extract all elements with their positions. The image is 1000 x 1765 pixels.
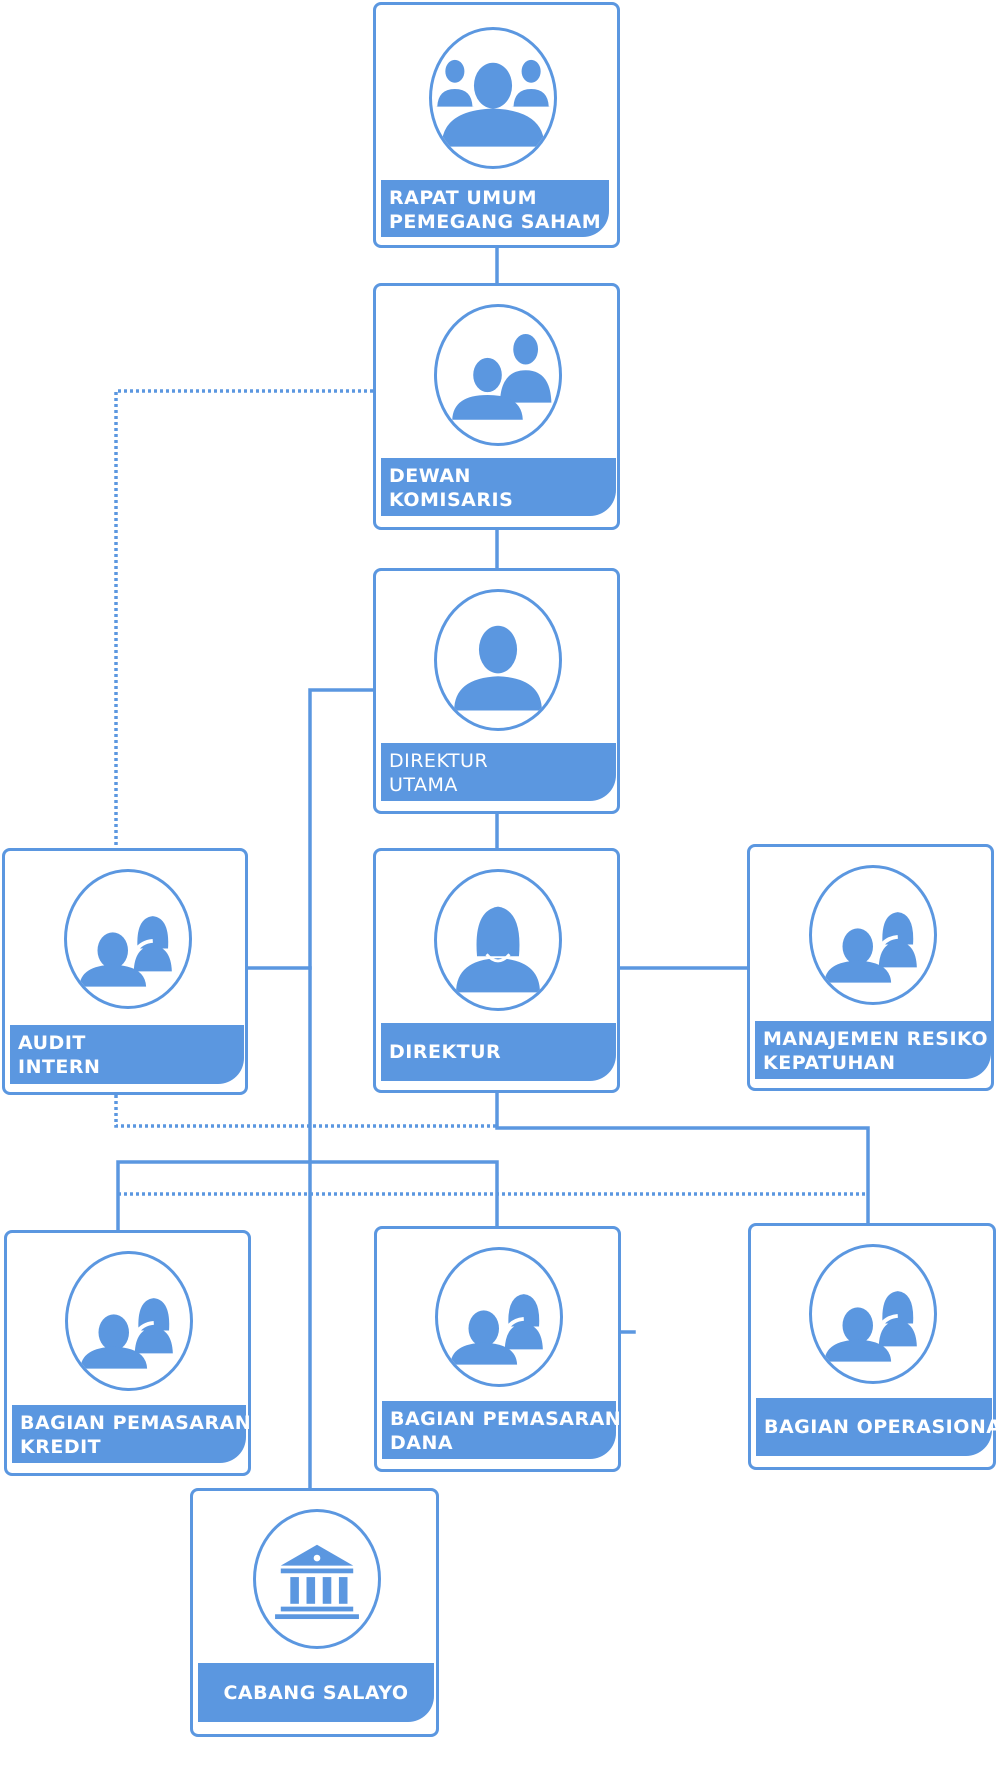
node-bagian-operasional-label: BAGIAN OPERASIONAL <box>756 1398 1000 1456</box>
node-audit-intern-label: AUDIT INTERN <box>10 1025 244 1084</box>
dotted-audit-direktur <box>114 1095 497 1128</box>
node-cabang-salayo-label: CABANG SALAYO <box>198 1663 434 1722</box>
label-line: UTAMA <box>389 774 458 796</box>
node-direktur-utama-label: DIREKTUR UTAMA <box>381 743 616 801</box>
line-direktur-operasional <box>495 1091 870 1225</box>
node-bagian-pemasaran-dana-label: BAGIAN PEMASARAN DANA <box>382 1401 622 1459</box>
node-direktur-utama: DIREKTUR UTAMA <box>373 568 620 814</box>
two-persons-icon <box>434 304 562 446</box>
node-audit-intern: AUDIT INTERN <box>2 848 248 1095</box>
node-bagian-pemasaran-kredit: BAGIAN PEMASARAN KREDIT <box>4 1230 251 1476</box>
node-bagian-operasional: BAGIAN OPERASIONAL <box>748 1223 1000 1470</box>
male-female-icon <box>435 1247 563 1387</box>
label-line: MANAJEMEN RESIKO / <box>763 1028 1000 1050</box>
male-female-icon <box>809 1244 937 1384</box>
female-person-icon <box>434 869 562 1011</box>
label-line: AUDIT <box>18 1032 86 1054</box>
node-direktur: DIREKTUR <box>373 848 620 1093</box>
node-dewan-komisaris: DEWAN KOMISARIS <box>373 283 620 530</box>
group-icon <box>429 27 557 169</box>
label-line: INTERN <box>18 1056 101 1078</box>
node-dewan-komisaris-label: DEWAN KOMISARIS <box>381 458 616 516</box>
male-female-icon <box>65 1251 193 1391</box>
label-line: DIREKTUR <box>389 1041 502 1063</box>
line-dirut-cabang <box>308 688 375 1490</box>
node-manajemen-resiko: MANAJEMEN RESIKO / KEPATUHAN <box>747 844 1000 1091</box>
label-line: KREDIT <box>20 1436 102 1458</box>
male-female-icon <box>64 869 192 1009</box>
node-manajemen-resiko-label: MANAJEMEN RESIKO / KEPATUHAN <box>755 1021 1000 1079</box>
line-kredit-dana <box>116 1160 499 1232</box>
label-line: BAGIAN PEMASARAN <box>20 1412 252 1434</box>
label-line: RAPAT UMUM <box>389 187 537 209</box>
bank-building-icon <box>253 1509 381 1649</box>
label-line: DIREKTUR <box>389 750 489 772</box>
node-rups: RAPAT UMUM PEMEGANG SAHAM <box>373 2 620 248</box>
node-cabang-salayo: CABANG SALAYO <box>190 1488 439 1737</box>
label-line: PEMEGANG SAHAM <box>389 211 602 233</box>
node-rups-label: RAPAT UMUM PEMEGANG SAHAM <box>381 180 609 237</box>
dotted-dewan-audit <box>114 389 373 848</box>
label-line: DEWAN <box>389 465 471 487</box>
label-line: BAGIAN OPERASIONAL <box>764 1416 1000 1438</box>
male-female-icon <box>809 865 937 1005</box>
node-bagian-pemasaran-dana: BAGIAN PEMASARAN DANA <box>374 1226 621 1472</box>
label-line: KOMISARIS <box>389 489 514 511</box>
person-icon <box>434 589 562 731</box>
label-line: DANA <box>390 1432 454 1454</box>
node-bagian-pemasaran-kredit-label: BAGIAN PEMASARAN KREDIT <box>12 1405 252 1463</box>
label-line: CABANG SALAYO <box>223 1681 409 1704</box>
label-line: BAGIAN PEMASARAN <box>390 1408 622 1430</box>
node-direktur-label: DIREKTUR <box>381 1023 616 1081</box>
label-line: KEPATUHAN <box>763 1052 896 1074</box>
